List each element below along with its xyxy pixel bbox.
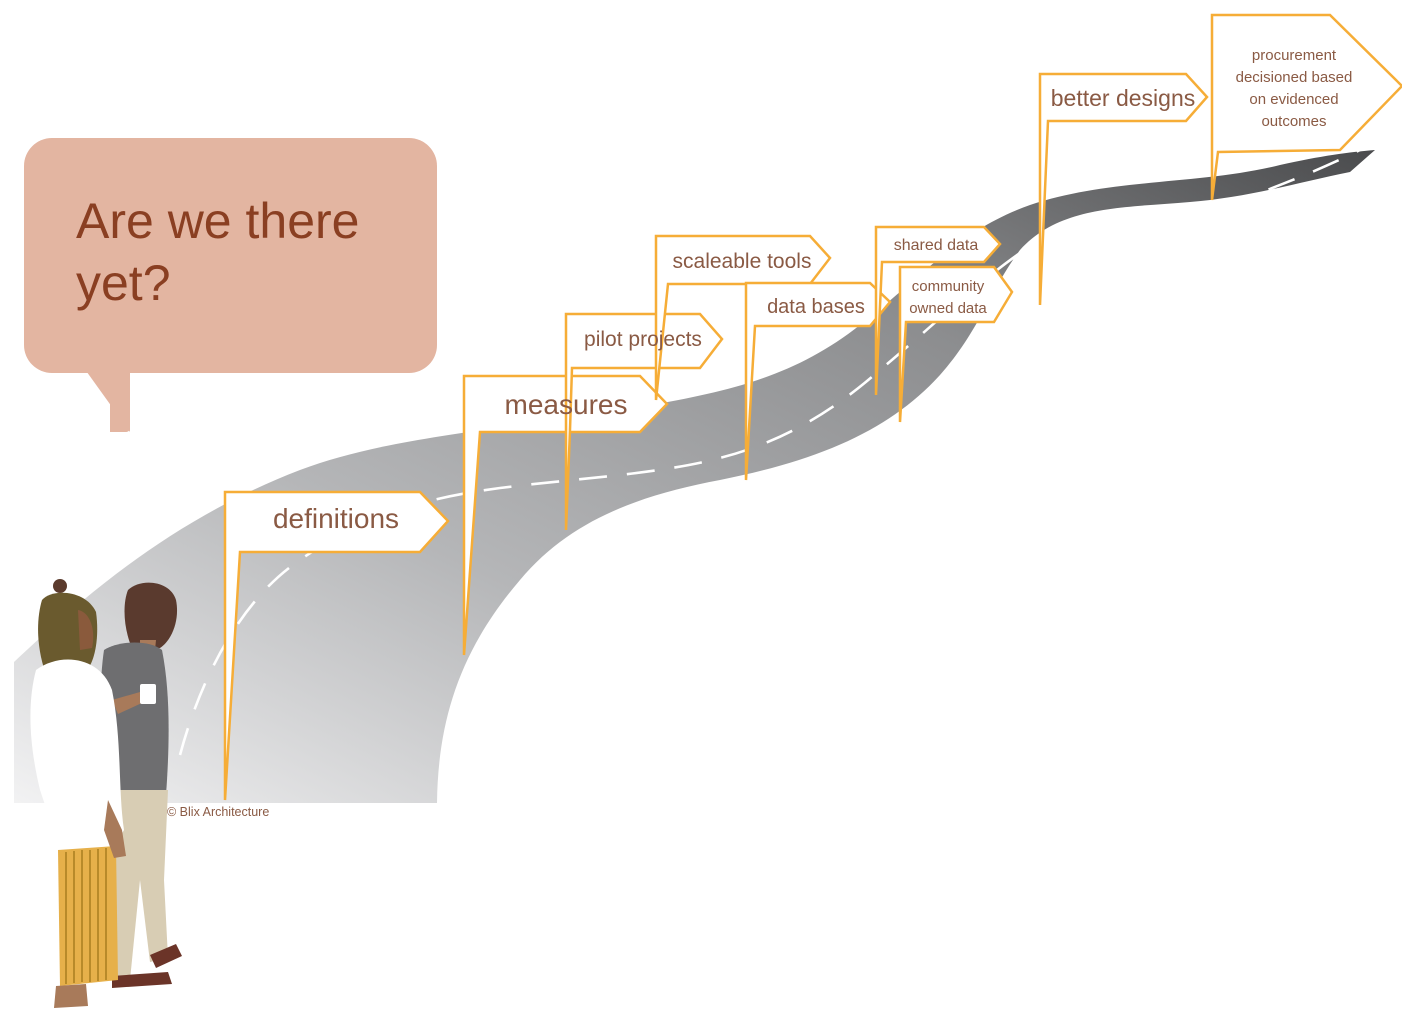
flag-better-designs-label: better designs bbox=[1051, 85, 1195, 111]
flag-procurement-line1: procurement bbox=[1252, 47, 1337, 64]
flag-pilot-projects-label: pilot projects bbox=[584, 328, 702, 351]
flag-procurement-line2: decisioned based bbox=[1236, 69, 1353, 86]
flag-scaleable-tools-label: scaleable tools bbox=[673, 250, 812, 273]
flag-data-bases-label: data bases bbox=[767, 296, 865, 318]
flag-owned-data-label: owned data bbox=[909, 300, 987, 317]
flag-measures-label: measures bbox=[505, 389, 628, 420]
speech-bubble-text: Are we there yet? bbox=[76, 190, 406, 314]
copyright-text: © Blix Architecture bbox=[167, 805, 269, 819]
flag-definitions-label: definitions bbox=[273, 503, 399, 534]
flag-community-label: community bbox=[912, 278, 985, 295]
speech-bubble-tail-edge bbox=[110, 368, 130, 432]
flag-procurement-line4: outcomes bbox=[1261, 113, 1326, 130]
flag-shared-data-label: shared data bbox=[894, 237, 979, 254]
flag-procurement-line3: on evidenced bbox=[1249, 91, 1338, 108]
